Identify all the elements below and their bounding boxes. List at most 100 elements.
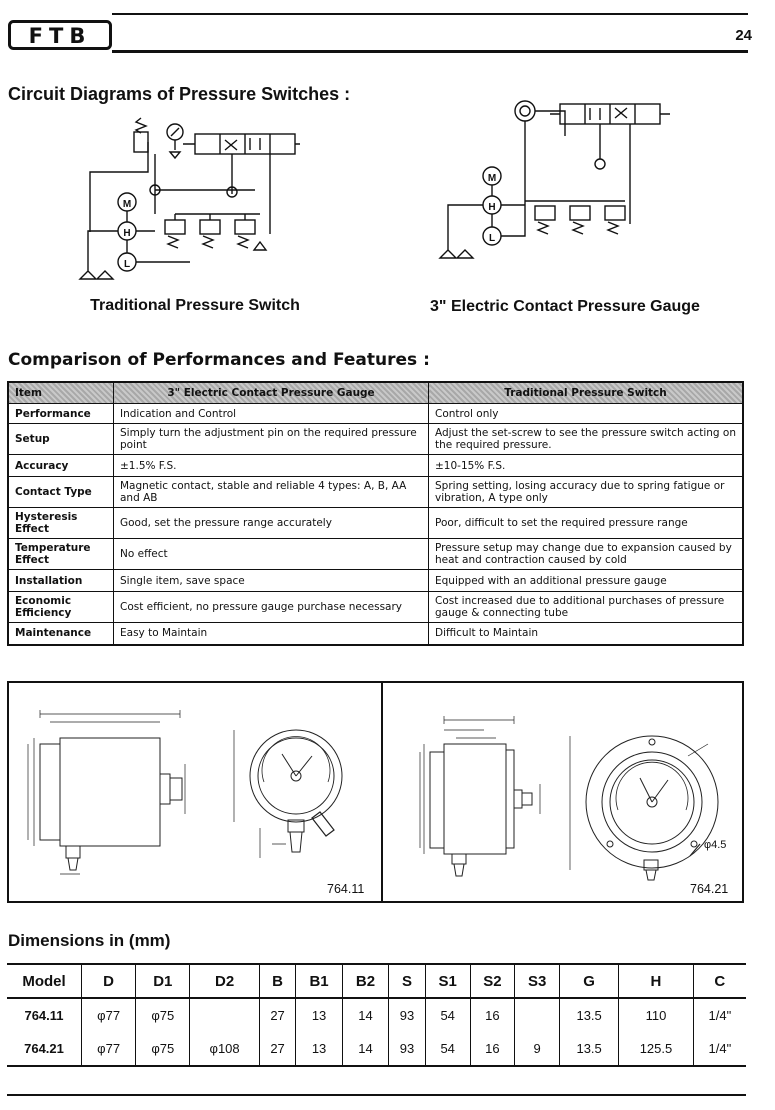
model-764-21-drawing: φ4.5 <box>419 716 726 881</box>
column-header: B1 <box>295 963 343 999</box>
column-header: S <box>388 963 426 999</box>
ftb-logo: FTB <box>8 20 112 50</box>
table-cell: φ77 <box>80 998 136 1032</box>
table-cell: 54 <box>424 1032 471 1067</box>
column-header: Traditional Pressure Switch <box>428 381 744 404</box>
gauge-cell: Single item, save space <box>113 569 429 592</box>
technical-drawings-panel <box>7 681 744 903</box>
table-cell: 1/4" <box>692 998 746 1032</box>
column-header: H <box>618 963 694 999</box>
table-cell: 125.5 <box>618 1032 694 1067</box>
switch-cell: Poor, difficult to set the required pres… <box>428 507 744 539</box>
model-764-11-drawing <box>27 710 343 875</box>
switch-cell: Adjust the set-screw to see the pressure… <box>428 423 744 455</box>
comparison-section-title: Comparison of Performances and Features … <box>8 350 430 370</box>
item-cell: Temperature Effect <box>7 538 114 570</box>
circuit-section-title: Circuit Diagrams of Pressure Switches : <box>8 84 351 104</box>
table-cell: 27 <box>258 1032 296 1067</box>
motor-label: M <box>123 199 131 210</box>
item-cell: Economic Efficiency <box>7 591 114 623</box>
column-header: D <box>80 963 136 999</box>
item-cell: Contact Type <box>7 476 114 508</box>
table-row: Accuracy±1.5% F.S.±10-15% F.S. <box>7 454 744 477</box>
column-header: G <box>558 963 619 999</box>
gauge-cell: Good, set the pressure range accurately <box>113 507 429 539</box>
traditional-switch-caption: Traditional Pressure Switch <box>90 297 300 314</box>
column-header: 3" Electric Contact Pressure Gauge <box>113 381 429 404</box>
model-label-764-21: 764.21 <box>690 882 729 896</box>
switch-cell: Spring setting, losing accuracy due to s… <box>428 476 744 508</box>
high-label: H <box>123 228 130 239</box>
electric-gauge-caption: 3" Electric Contact Pressure Gauge <box>430 298 700 315</box>
table-cell: 14 <box>341 1032 389 1067</box>
table-cell: φ75 <box>135 1032 190 1067</box>
table-cell: φ77 <box>80 1032 136 1067</box>
table-cell: 764.21 <box>7 1032 82 1067</box>
comparison-header-row: Item 3" Electric Contact Pressure Gauge … <box>7 381 744 404</box>
column-header: S3 <box>514 963 560 999</box>
header-rule <box>112 13 748 15</box>
gauge-cell: Easy to Maintain <box>113 622 429 645</box>
table-cell <box>189 998 260 1032</box>
table-cell <box>514 998 560 1032</box>
switch-cell: Cost increased due to additional purchas… <box>428 591 744 623</box>
switch-cell: Difficult to Maintain <box>428 622 744 645</box>
electric-gauge-circuit-diagram: M H L <box>438 100 670 259</box>
column-header: B2 <box>341 963 389 999</box>
item-cell: Installation <box>7 569 114 592</box>
switch-cell: Equipped with an additional pressure gau… <box>428 569 744 592</box>
table-cell: φ75 <box>135 998 190 1032</box>
column-header: S1 <box>424 963 471 999</box>
svg-text:FTB: FTB <box>29 24 92 48</box>
gauge-cell: Magnetic contact, stable and reliable 4 … <box>113 476 429 508</box>
table-cell: φ108 <box>189 1032 260 1067</box>
table-cell: 13 <box>295 1032 343 1067</box>
low-label: L <box>489 233 495 244</box>
table-cell: 1/4" <box>692 1032 746 1067</box>
dimensions-section-title: Dimensions in (mm) <box>8 931 171 950</box>
item-cell: Setup <box>7 423 114 455</box>
high-label: H <box>488 202 495 213</box>
table-cell: 54 <box>424 998 471 1032</box>
mounting-hole-label: φ4.5 <box>704 839 726 851</box>
column-header: C <box>692 963 746 999</box>
column-header: D2 <box>189 963 260 999</box>
header-rule <box>112 50 748 53</box>
motor-label: M <box>488 173 496 184</box>
table-cell: 13.5 <box>558 998 619 1032</box>
switch-cell: Control only <box>428 403 744 424</box>
traditional-switch-circuit-diagram: M H L <box>78 117 300 280</box>
comparison-table: Item 3" Electric Contact Pressure Gauge … <box>7 381 744 646</box>
table-cell: 16 <box>469 998 515 1032</box>
table-cell: 13 <box>295 998 343 1032</box>
table-cell: 93 <box>388 1032 426 1067</box>
column-header: Model <box>7 963 82 999</box>
item-cell: Accuracy <box>7 454 114 477</box>
table-cell: 93 <box>388 998 426 1032</box>
table-cell: 764.11 <box>24 1008 64 1023</box>
table-cell: 9 <box>514 1032 560 1067</box>
page-number: 24 <box>735 27 752 44</box>
switch-cell: ±10-15% F.S. <box>428 454 744 477</box>
table-cell: 16 <box>469 1032 515 1067</box>
table-cell: 13.5 <box>558 1032 619 1067</box>
table-cell: 110 <box>618 998 694 1032</box>
switch-cell: Pressure setup may change due to expansi… <box>428 538 744 570</box>
table-row: 764.11 φ77 φ75 27 13 14 93 54 16 13.5 11… <box>7 998 746 1032</box>
dimensions-header-row: Model D D1 D2 B B1 B2 S S1 S2 S3 G H C <box>7 963 746 999</box>
table-cell: 14 <box>341 998 389 1032</box>
drawings-divider <box>381 683 383 901</box>
gauge-cell: Indication and Control <box>113 403 429 424</box>
column-header: Item <box>7 381 114 404</box>
column-header: D1 <box>135 963 190 999</box>
footer-rule <box>7 1094 746 1096</box>
column-header: B <box>258 963 296 999</box>
dimensions-table: Model D D1 D2 B B1 B2 S S1 S2 S3 G H C 7… <box>7 963 746 1067</box>
